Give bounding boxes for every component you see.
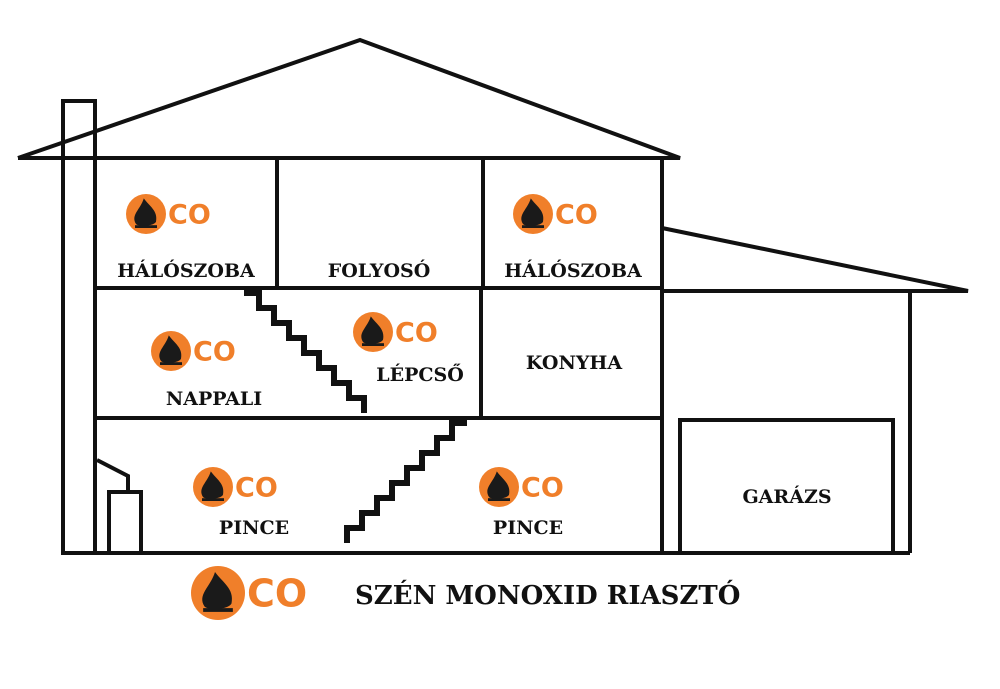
flame-icon (134, 198, 157, 226)
boiler (107, 490, 143, 555)
flame-base (488, 498, 510, 501)
room-label-pince-right: PINCE (493, 517, 563, 539)
room-label-pince-left: PINCE (219, 517, 289, 539)
staircases (244, 290, 467, 543)
flame-icon (487, 471, 510, 499)
house-structure (17, 37, 969, 555)
chimney (61, 99, 97, 555)
co-detector-nappali: CO (151, 331, 236, 371)
flame-base (522, 225, 544, 228)
co-text: CO (247, 572, 307, 616)
co-detectors: CO CO CO CO CO CO CO (126, 194, 598, 620)
flame-base (202, 498, 224, 501)
room-label-lepcso: LÉPCSŐ (376, 363, 464, 386)
room-label-folyoso: FOLYOSÓ (328, 259, 431, 282)
flame-icon (521, 198, 544, 226)
co-detector-haloszoba-left: CO (126, 194, 211, 234)
staircase-upper (244, 290, 367, 413)
flame-icon (159, 335, 182, 363)
co-text: CO (521, 473, 564, 504)
flame-base (362, 343, 384, 346)
flame-icon (361, 316, 384, 344)
legend: SZÉN MONOXID RIASZTÓ (355, 579, 740, 611)
room-label-konyha: KONYHA (526, 352, 622, 374)
room-label-haloszoba-left: HÁLÓSZOBA (117, 259, 255, 282)
co-detector-lepcso: CO (353, 312, 438, 352)
flame-base (203, 608, 233, 612)
garage-roof (661, 226, 969, 293)
co-detector-pince-left: CO (193, 467, 278, 507)
flame-icon (202, 572, 232, 610)
co-detector-legend: CO (191, 566, 307, 620)
co-text: CO (193, 337, 236, 368)
boiler-pipe (96, 458, 130, 492)
co-text: CO (168, 200, 211, 231)
main-roof (17, 37, 681, 160)
room-label-haloszoba-right: HÁLÓSZOBA (504, 259, 642, 282)
co-text: CO (395, 318, 438, 349)
legend-text: SZÉN MONOXID RIASZTÓ (355, 579, 740, 611)
co-text: CO (235, 473, 278, 504)
flame-icon (201, 471, 224, 499)
room-label-garazs: GARÁZS (742, 485, 831, 508)
staircase-lower (344, 420, 467, 543)
co-detector-haloszoba-right: CO (513, 194, 598, 234)
flame-base (135, 225, 157, 228)
flame-base (160, 362, 182, 365)
room-labels: HÁLÓSZOBA FOLYOSÓ HÁLÓSZOBA NAPPALI LÉPCSŐ KO… (117, 259, 831, 539)
garage-door (678, 418, 895, 555)
room-label-nappali: NAPPALI (166, 388, 262, 410)
co-text: CO (555, 200, 598, 231)
co-detector-pince-right: CO (479, 467, 564, 507)
